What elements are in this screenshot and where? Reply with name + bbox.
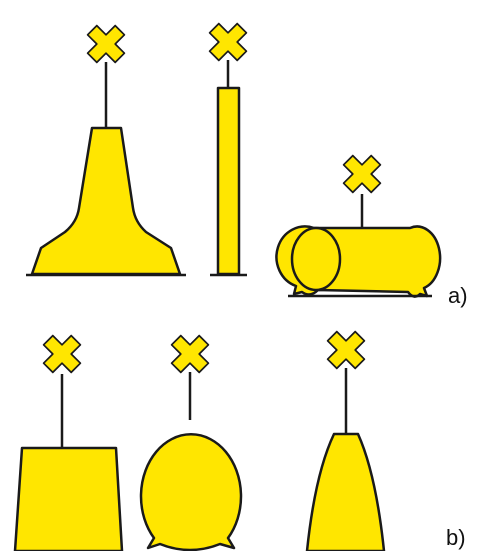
x-cross-icon — [208, 22, 248, 62]
can-buoy — [13, 334, 124, 551]
conical-buoy — [305, 330, 386, 551]
conical-pillar-buoy — [26, 24, 186, 277]
spherical-buoy — [139, 334, 243, 551]
barrel-end — [290, 226, 342, 292]
buoy-body — [30, 126, 182, 276]
x-cross-icon — [326, 330, 366, 370]
panel-label-b: b) — [446, 525, 466, 550]
buoy-body — [139, 433, 243, 551]
panel-b — [13, 330, 386, 551]
panel-label-a: a) — [448, 283, 468, 308]
spar-buoy — [208, 22, 248, 277]
x-cross-icon — [342, 154, 382, 194]
buoy-body — [13, 446, 124, 551]
x-cross-icon — [170, 334, 210, 374]
barrel-buoy — [275, 154, 442, 298]
x-cross-icon — [42, 334, 82, 374]
buoy-body — [216, 86, 241, 276]
x-cross-icon — [86, 24, 126, 64]
panel-a — [26, 22, 442, 298]
buoy-body — [305, 432, 386, 551]
